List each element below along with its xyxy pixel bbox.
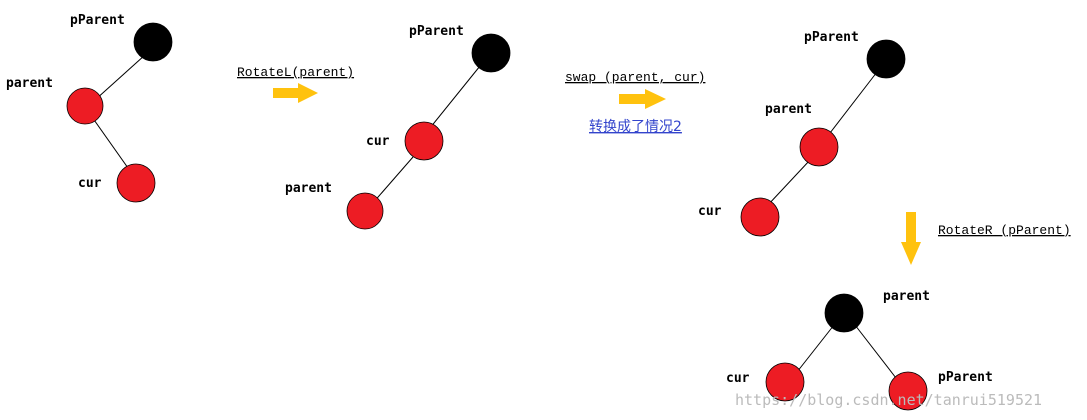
step-1-label: RotateL(parent) [237,65,354,80]
right-arrow-icon [273,83,318,103]
stage-3-tree: pParent parent cur [698,30,906,237]
watermark-text: https://blog.csdn.net/tanrui519521 [735,391,1042,409]
label-parent: parent [285,181,332,196]
node-pparent-black [133,22,173,62]
label-pparent: pParent [409,24,464,39]
node-cur-red [116,163,156,203]
down-arrow-icon [901,212,921,265]
node-pparent-red [888,371,928,411]
step-2-note: 转换成了情况2 [589,118,682,135]
label-parent: parent [765,102,812,117]
label-cur: cur [366,134,390,149]
edge-pparent-parent [829,71,878,134]
label-cur: cur [726,371,750,386]
edge-pparent-cur [429,65,481,129]
label-parent: parent [883,289,930,304]
step-1-rotate-left: RotateL(parent) [237,65,354,103]
node-parent-black [824,293,864,333]
node-cur-red [740,197,780,237]
edge-parent-cur [796,324,835,373]
node-pparent-black [866,39,906,79]
node-cur-red [404,121,444,161]
step-2-swap: swap (parent, cur) 转换成了情况2 [565,70,705,135]
right-arrow-icon [619,89,666,109]
stage-2-tree: pParent cur parent [285,24,511,230]
stage-1-tree: pParent parent cur [6,13,173,203]
stage-4-tree: parent cur pParent [726,289,993,411]
label-pparent: pParent [938,370,993,385]
node-cur-red [765,362,805,402]
node-parent-red [799,127,839,167]
edge-parent-cur [766,159,811,207]
node-parent-red [66,87,104,125]
label-pparent: pParent [70,13,125,28]
step-3-rotate-right: RotateR (pParent) [901,212,1071,265]
step-2-label: swap (parent, cur) [565,70,705,85]
label-cur: cur [698,204,722,219]
edge-cur-parent [371,156,414,205]
edge-pparent-parent [94,54,146,101]
label-parent: parent [6,76,53,91]
edge-parent-pparent [854,324,897,379]
node-pparent-black [471,33,511,73]
label-cur: cur [78,176,102,191]
edge-parent-cur [91,116,129,169]
step-3-label: RotateR (pParent) [938,223,1071,238]
label-pparent: pParent [804,30,859,45]
node-parent-red [346,192,384,230]
